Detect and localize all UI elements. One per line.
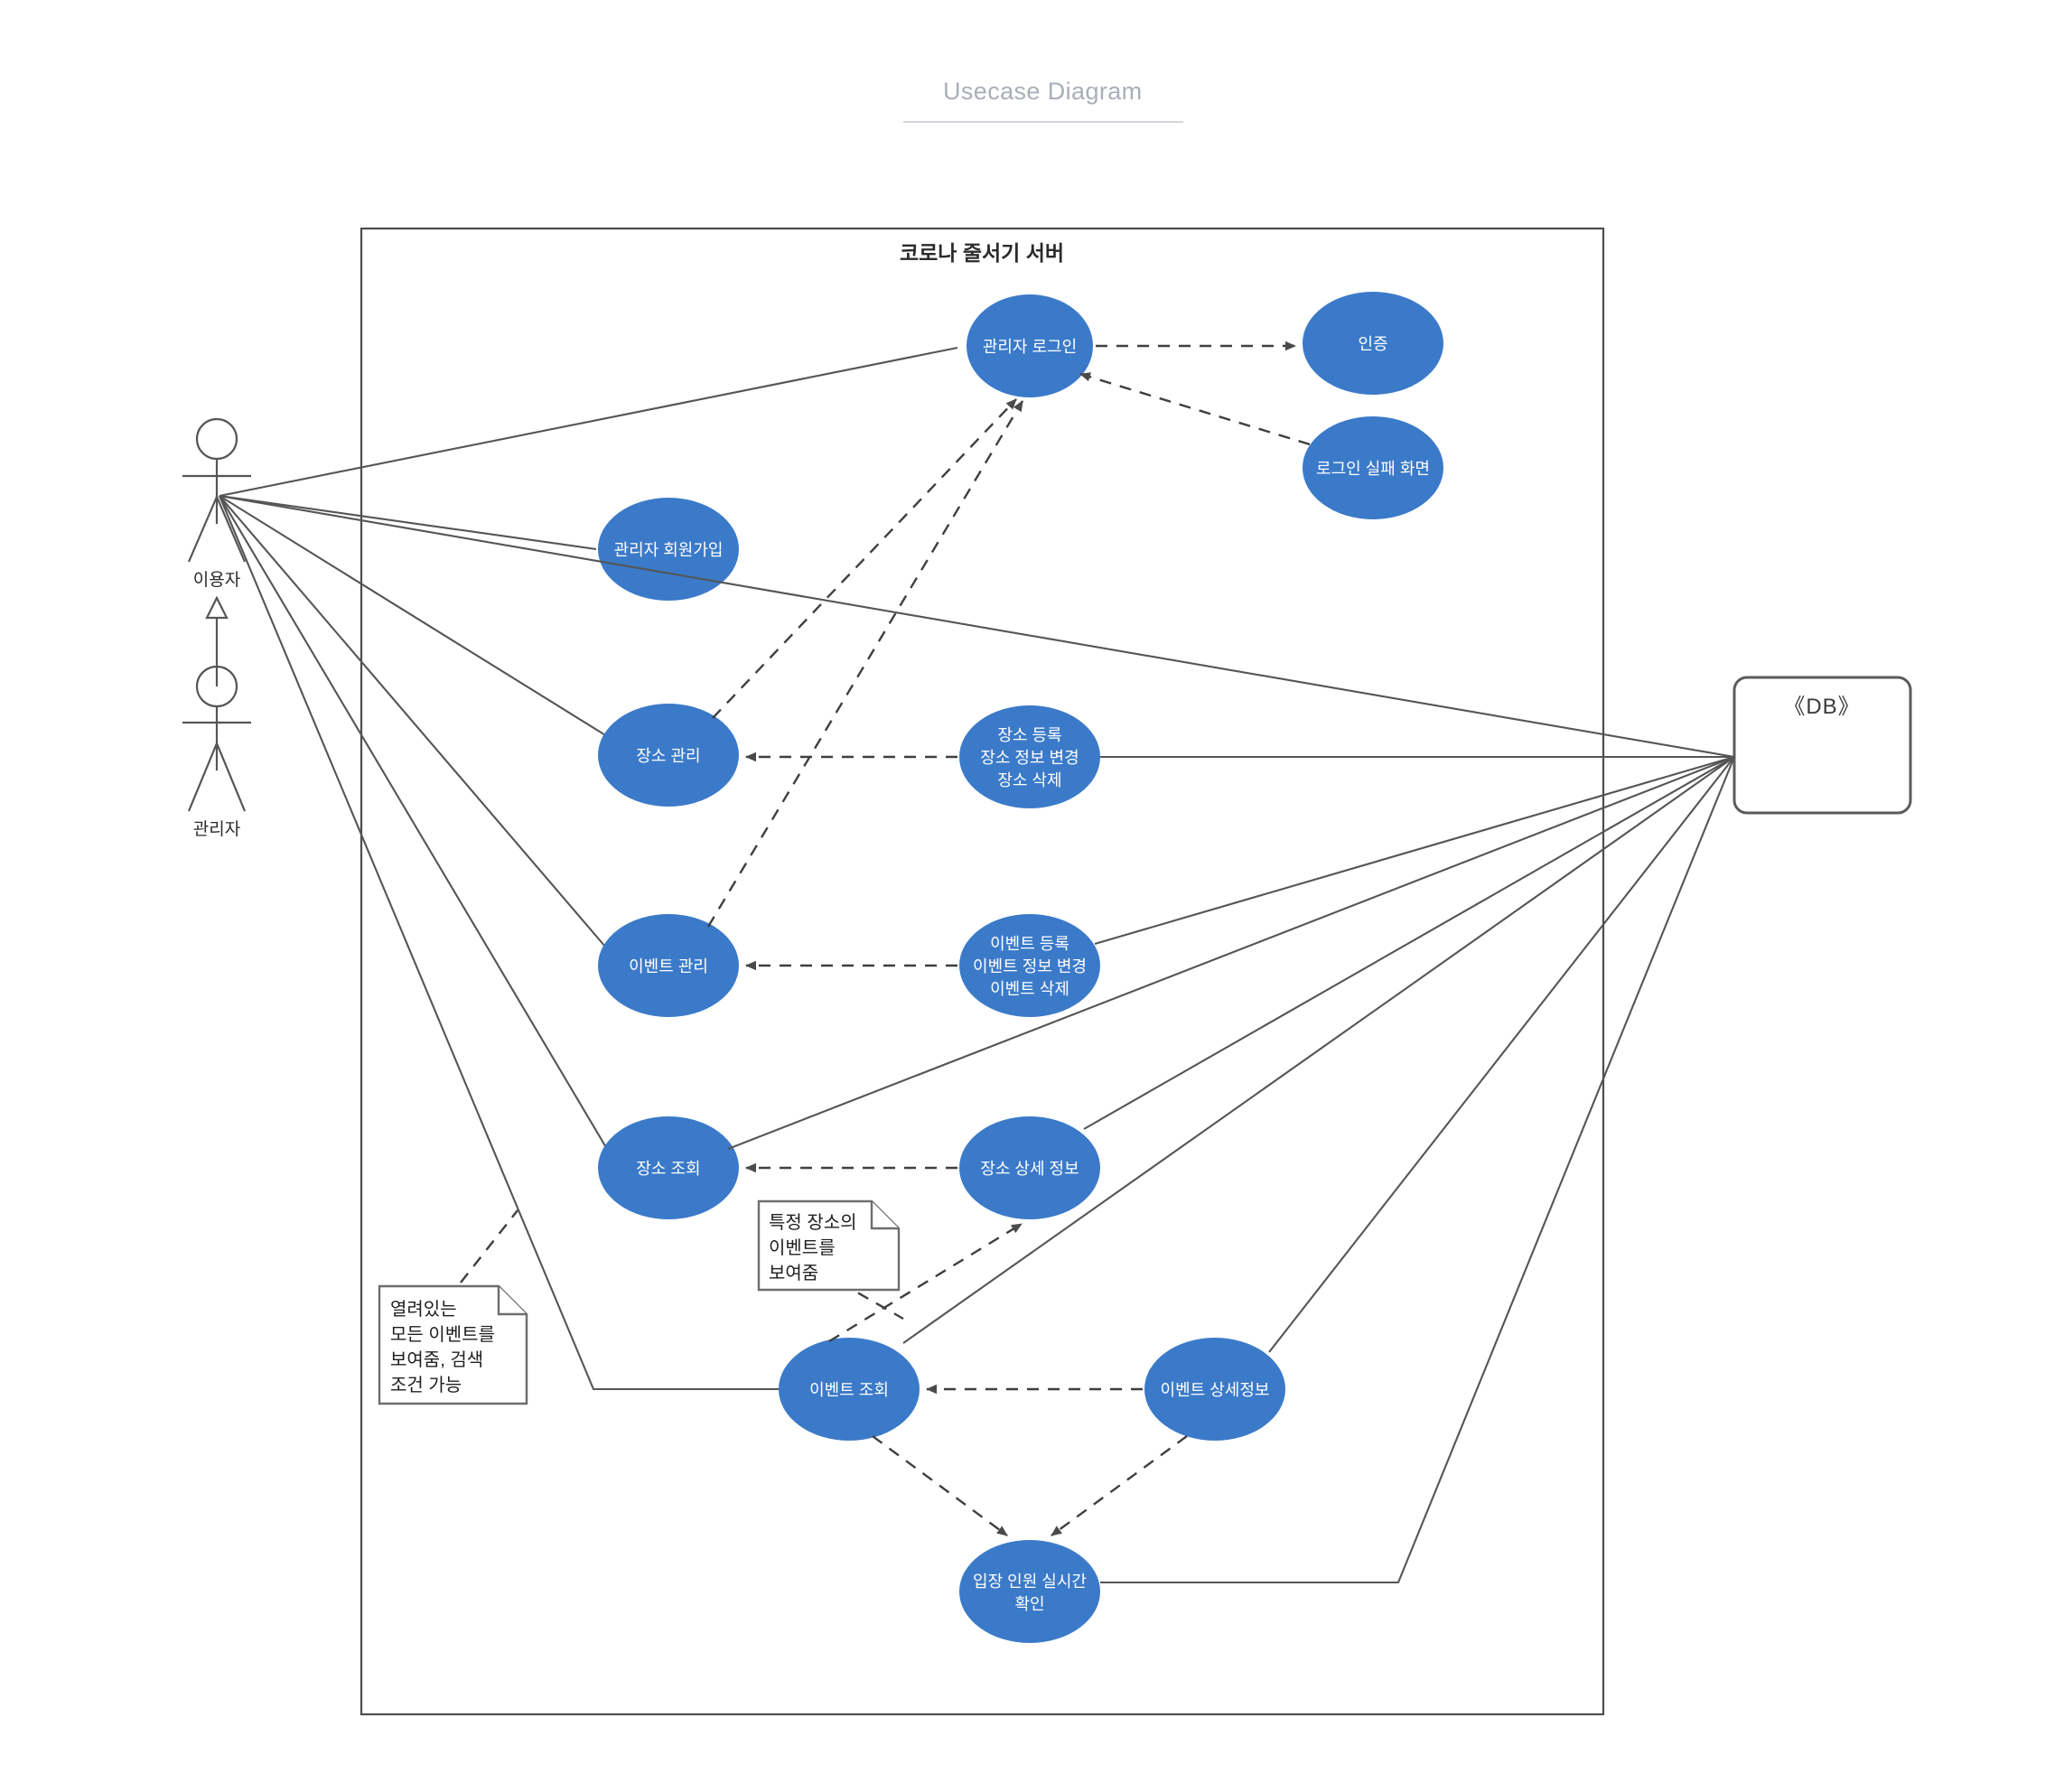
dep-place-manage-admin-login bbox=[712, 398, 1017, 719]
db-node[interactable]: 《DB》 bbox=[1732, 676, 1912, 815]
note-open-events-fold bbox=[497, 1286, 527, 1316]
db-node-shape bbox=[1732, 676, 1912, 815]
usecase-login-fail-shape bbox=[1303, 416, 1443, 519]
assoc-user-event-manage bbox=[219, 495, 612, 954]
dep-event-detail-headcount bbox=[1051, 1435, 1188, 1536]
usecase-auth-label: 인증 bbox=[1358, 335, 1387, 353]
usecase-place-manage[interactable]: 장소 관리 bbox=[598, 704, 739, 807]
usecase-admin-login-shape bbox=[967, 294, 1093, 397]
actor-generalization bbox=[205, 595, 229, 686]
dependency-lines bbox=[706, 341, 1311, 1536]
usecase-place-manage-label: 장소 관리 bbox=[636, 747, 700, 765]
assoc-user-admin-login bbox=[219, 346, 958, 498]
usecase-admin-signup-shape bbox=[598, 498, 739, 601]
assoc-db-user bbox=[219, 494, 1735, 759]
note-open-events-leader bbox=[460, 1209, 518, 1283]
dep-event-search-headcount bbox=[872, 1435, 1008, 1536]
system-boundary bbox=[360, 227, 1605, 1716]
page-title: Usecase Diagram bbox=[943, 78, 1143, 105]
actor-user-head bbox=[195, 417, 238, 461]
usecase-event-manage-shape bbox=[598, 914, 739, 1017]
usecase-realtime-headcount-shape bbox=[959, 1540, 1100, 1643]
assoc-db-place-detail bbox=[1083, 756, 1735, 1130]
usecase-event-crud-label-2: 이벤트 정보 변경 bbox=[973, 957, 1087, 975]
note-place-events-line-3: 보여줌 bbox=[769, 1263, 818, 1283]
assoc-db-event-search bbox=[902, 756, 1735, 1344]
assoc-user-place-search bbox=[219, 495, 608, 1150]
actor-user[interactable]: 이용자 bbox=[182, 417, 251, 590]
note-place-events: 특정 장소의 이벤트를 보여줌 bbox=[757, 1199, 901, 1292]
usecase-event-search-shape bbox=[779, 1338, 920, 1441]
usecase-realtime-headcount-label-2: 확인 bbox=[1014, 1595, 1044, 1613]
usecase-event-crud[interactable]: 이벤트 등록 이벤트 정보 변경 이벤트 삭제 bbox=[959, 914, 1100, 1017]
assoc-db-headcount bbox=[1100, 756, 1735, 1584]
note-open-events-line-1: 열려있는 bbox=[390, 1299, 457, 1320]
usecase-place-detail[interactable]: 장소 상세 정보 bbox=[959, 1116, 1100, 1219]
usecase-admin-signup-label: 관리자 회원가입 bbox=[614, 541, 724, 559]
association-lines bbox=[219, 346, 958, 1391]
usecase-event-detail-shape bbox=[1144, 1338, 1285, 1441]
note-open-events-line-4: 조건 가능 bbox=[390, 1375, 462, 1395]
usecase-place-crud[interactable]: 장소 등록 장소 정보 변경 장소 삭제 bbox=[959, 705, 1100, 808]
note-open-events-line-3: 보여줌, 검색 bbox=[390, 1349, 483, 1370]
usecase-login-fail-label: 로그인 실패 화면 bbox=[1316, 460, 1430, 478]
usecase-place-search-label: 장소 조회 bbox=[636, 1160, 700, 1178]
usecase-place-detail-shape bbox=[959, 1116, 1100, 1219]
usecase-event-search[interactable]: 이벤트 조회 bbox=[779, 1338, 920, 1441]
assoc-db-event-detail bbox=[1268, 756, 1735, 1353]
usecase-event-manage-label: 이벤트 관리 bbox=[629, 957, 708, 975]
assoc-user-event-search bbox=[219, 495, 795, 1391]
usecase-place-crud-label-1: 장소 등록 bbox=[997, 726, 1061, 744]
usecase-admin-login[interactable]: 관리자 로그인 bbox=[967, 294, 1093, 397]
usecase-auth-shape bbox=[1303, 292, 1443, 395]
usecase-place-detail-label: 장소 상세 정보 bbox=[980, 1160, 1079, 1178]
note-open-events: 열려있는 모든 이벤트를 보여줌, 검색 조건 가능 bbox=[378, 1284, 528, 1405]
db-association-lines bbox=[219, 494, 1735, 1584]
usecase-place-crud-label-2: 장소 정보 변경 bbox=[980, 749, 1079, 767]
usecase-realtime-headcount-label-1: 입장 인원 실시간 bbox=[973, 1573, 1087, 1591]
usecase-auth[interactable]: 인증 bbox=[1303, 292, 1443, 395]
usecase-place-manage-shape bbox=[598, 704, 739, 807]
usecase-event-crud-label-1: 이벤트 등록 bbox=[990, 935, 1069, 953]
usecase-event-manage[interactable]: 이벤트 관리 bbox=[598, 914, 739, 1017]
usecase-event-crud-label-3: 이벤트 삭제 bbox=[990, 980, 1069, 998]
usecase-admin-login-label: 관리자 로그인 bbox=[983, 338, 1077, 356]
actor-admin[interactable]: 관리자 bbox=[182, 665, 251, 839]
actor-user-leg-left bbox=[187, 496, 219, 563]
note-anchor-lines bbox=[460, 1209, 904, 1321]
usecase-event-detail-label: 이벤트 상세정보 bbox=[1161, 1381, 1270, 1399]
note-place-events-line-2: 이벤트를 bbox=[769, 1237, 836, 1258]
note-open-events-line-2: 모든 이벤트를 bbox=[390, 1324, 495, 1345]
usecase-place-crud-shape bbox=[959, 705, 1100, 808]
note-place-events-body bbox=[757, 1199, 901, 1292]
usecase-place-crud-label-3: 장소 삭제 bbox=[997, 771, 1061, 789]
assoc-user-admin-signup bbox=[219, 494, 597, 551]
assoc-db-event-crud bbox=[1094, 755, 1735, 946]
usecase-login-fail[interactable]: 로그인 실패 화면 bbox=[1303, 416, 1443, 519]
usecase-event-detail[interactable]: 이벤트 상세정보 bbox=[1144, 1338, 1285, 1441]
actor-user-leg-right bbox=[215, 496, 247, 563]
system-boundary-label: 코로나 줄서기 서버 bbox=[900, 241, 1064, 265]
assoc-user-place-manage bbox=[219, 495, 615, 742]
usecase-place-search[interactable]: 장소 조회 bbox=[598, 1116, 739, 1219]
usecase-realtime-headcount[interactable]: 입장 인원 실시간 확인 bbox=[959, 1540, 1100, 1643]
dep-event-search-place-detail bbox=[828, 1222, 1023, 1343]
actor-admin-label: 관리자 bbox=[193, 819, 240, 839]
note-open-events-body bbox=[378, 1284, 528, 1405]
assoc-db-place-search bbox=[727, 756, 1735, 1150]
dep-login-fail-admin-login bbox=[1079, 372, 1311, 446]
usecase-event-crud-shape bbox=[959, 914, 1100, 1017]
note-place-events-fold bbox=[870, 1201, 899, 1230]
usecase-place-search-shape bbox=[598, 1116, 739, 1219]
usecase-admin-signup[interactable]: 관리자 회원가입 bbox=[598, 498, 739, 601]
actor-user-label: 이용자 bbox=[193, 570, 240, 590]
actor-admin-leg-left bbox=[187, 742, 219, 812]
generalization-arrowhead bbox=[205, 595, 229, 620]
dep-event-manage-admin-login bbox=[706, 400, 1024, 928]
actor-admin-leg-right bbox=[215, 742, 247, 812]
db-node-label: 《DB》 bbox=[1783, 695, 1860, 719]
note-place-events-line-1: 특정 장소의 bbox=[769, 1212, 857, 1233]
usecase-event-search-label: 이벤트 조회 bbox=[809, 1381, 889, 1399]
